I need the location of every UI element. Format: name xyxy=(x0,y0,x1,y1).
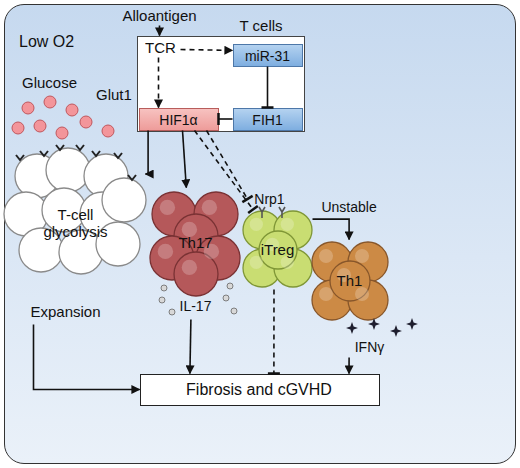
edge-label: Unstable xyxy=(317,199,381,215)
outcome-box: Fibrosis and cGVHD xyxy=(140,374,380,406)
annotation-label: Glucose xyxy=(22,74,92,91)
receptor-symbol xyxy=(279,207,285,218)
cell-cluster: T-cell glycolysisExpansion xyxy=(6,148,146,325)
text-node: Nrp1 xyxy=(248,191,292,208)
transporter-symbol xyxy=(16,155,24,160)
cytokine-dot xyxy=(169,309,175,315)
cell-highlight xyxy=(201,199,216,214)
cytokine-star xyxy=(390,325,402,337)
arrow-connector xyxy=(190,320,191,374)
cytokine-dot xyxy=(159,297,165,303)
cytokine-star xyxy=(406,318,418,330)
node-text: IL-17 xyxy=(150,298,242,314)
cell-highlight xyxy=(109,185,124,200)
cell xyxy=(102,178,146,222)
cell-highlight xyxy=(249,255,262,268)
text-node: Alloantigen xyxy=(105,6,215,26)
glucose-dot xyxy=(44,96,56,108)
cytokine-dot xyxy=(231,308,237,314)
transporter-symbol xyxy=(114,153,122,158)
node-text: Fibrosis and cGVHD xyxy=(141,381,378,399)
arrow-connector xyxy=(158,58,160,108)
node-text: Th17 xyxy=(150,234,242,251)
cell-highlight xyxy=(157,243,172,258)
transporter-symbol xyxy=(56,145,64,150)
cell-highlight xyxy=(319,287,333,301)
glucose-dot xyxy=(66,104,78,116)
node-text: miR-31 xyxy=(234,48,302,64)
cell-highlight xyxy=(53,155,68,170)
arrow-connector xyxy=(181,49,233,52)
node-text: FIH1 xyxy=(234,112,302,128)
arrow-connector xyxy=(34,325,140,390)
cell-highlight xyxy=(355,249,369,263)
transporter-symbol xyxy=(76,145,84,150)
cytokine-dot xyxy=(223,295,229,301)
annotation-label: Glut1 xyxy=(96,86,146,103)
node-text: HIF1α xyxy=(140,112,218,128)
node-text: TCR xyxy=(141,39,181,56)
cell xyxy=(46,148,90,192)
node-text: T-cell glycolysis xyxy=(31,206,121,241)
node-text: iTreg xyxy=(243,241,313,258)
cell-highlight xyxy=(11,199,26,214)
glucose-dot xyxy=(12,122,24,134)
cell-highlight xyxy=(280,217,293,230)
inhibition-connector xyxy=(267,67,269,108)
node-text: IFNγ xyxy=(330,339,410,355)
cytokine-dot xyxy=(161,285,167,291)
arrow-connector xyxy=(159,26,161,36)
node-text: Expansion xyxy=(16,303,116,320)
glucose-dot xyxy=(34,120,46,132)
cytokine-star xyxy=(346,322,358,334)
frame: AlloantigenTCR miR-31HIF1α FIH1 T cellsT-ce… xyxy=(4,4,516,464)
arrow-connector xyxy=(313,219,350,239)
transporter-symbol xyxy=(40,151,48,156)
cell-highlight xyxy=(91,161,106,176)
node-text: T cells xyxy=(240,17,304,34)
node-text: Alloantigen xyxy=(105,7,215,24)
cell-cluster: Th1IFNγ xyxy=(310,240,420,358)
arrow-connector xyxy=(146,131,149,175)
cell-highlight xyxy=(26,235,41,250)
cell-highlight xyxy=(249,217,262,230)
receptor-node: TCR xyxy=(141,38,181,58)
glucose-dot xyxy=(80,116,92,128)
glut1-transporters xyxy=(16,145,136,180)
receptor-symbol xyxy=(259,207,265,218)
inhibition-connector xyxy=(207,131,248,200)
transporter-symbol xyxy=(128,175,136,180)
cell-cluster: iTreg xyxy=(243,210,313,290)
cell-highlight xyxy=(181,259,196,274)
cell-cluster: Th17IL-17 xyxy=(150,188,242,320)
node-text: Nrp1 xyxy=(248,191,292,207)
cell-highlight xyxy=(355,287,369,301)
arrow-connector xyxy=(183,131,187,188)
transporter-symbol xyxy=(92,151,100,156)
glucose-dot xyxy=(102,125,114,137)
cytokine-star xyxy=(368,318,380,330)
inhibition-connector xyxy=(273,290,275,374)
arrow-connector xyxy=(348,358,350,374)
node-text: Th1 xyxy=(310,272,390,289)
glucose-dot xyxy=(22,102,34,114)
cytokine-dot xyxy=(227,283,233,289)
node-text: Low O2 xyxy=(19,33,99,51)
nrp1-receptors xyxy=(259,207,285,218)
process-box: HIF1α xyxy=(139,108,219,131)
inhibition-connector xyxy=(219,118,233,120)
inhibition-connector xyxy=(195,131,254,210)
process-box: FIH1 xyxy=(233,108,303,131)
cell-highlight xyxy=(319,249,333,263)
cell-highlight xyxy=(159,199,174,214)
glucose-dot xyxy=(56,127,68,139)
cell-highlight xyxy=(22,161,37,176)
process-box: miR-31 xyxy=(233,44,303,67)
